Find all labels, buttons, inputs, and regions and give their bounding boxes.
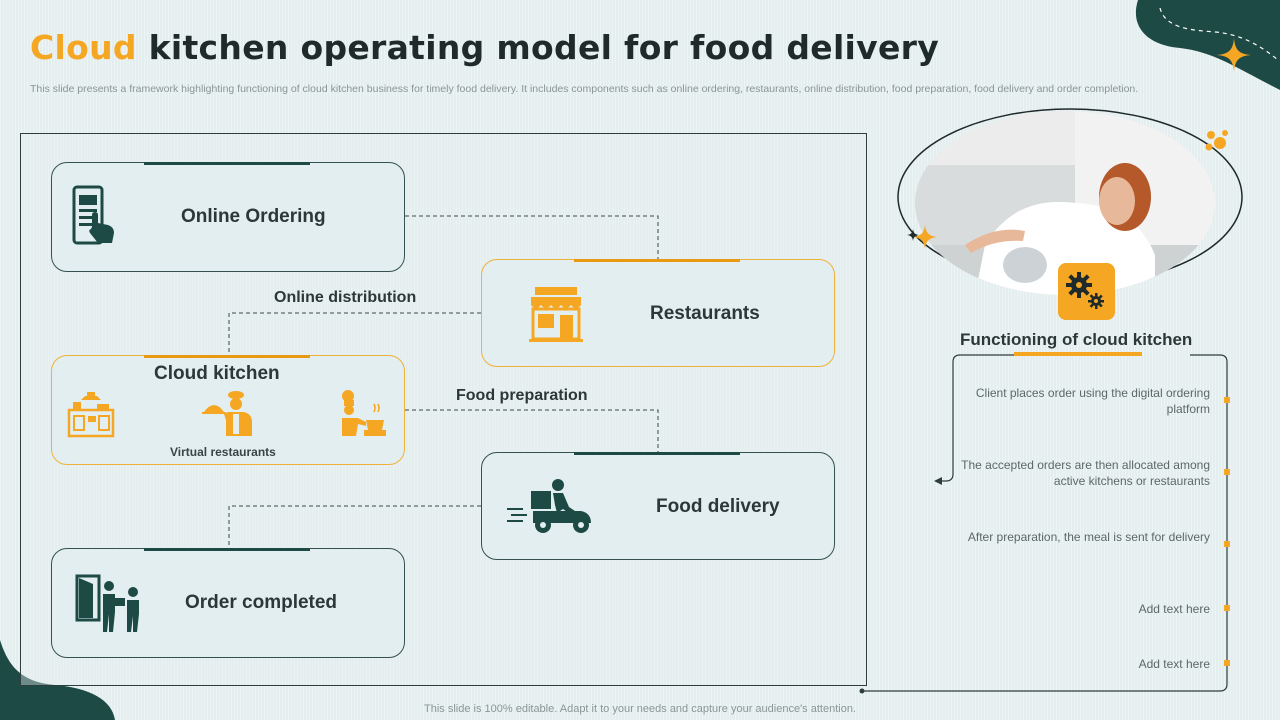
virtual-restaurants-label: Virtual restaurants [170, 445, 276, 459]
page-title: Cloud kitchen operating model for food d… [30, 28, 940, 67]
card-accent-bar [144, 548, 310, 551]
door-delivery-icon [75, 574, 139, 632]
bullet-dot [1224, 541, 1230, 547]
kitchen-icon [67, 392, 115, 438]
bullet-dot [1224, 605, 1230, 611]
delivery-scooter-icon [507, 479, 591, 533]
sparkle-icon [1217, 38, 1251, 72]
order-completed-label: Order completed [185, 592, 338, 613]
online-ordering-label: Online Ordering [181, 206, 326, 227]
functioning-underline [1014, 352, 1142, 356]
online-distribution-label: Online distribution [274, 289, 417, 306]
cloud-kitchen-label: Cloud kitchen [154, 363, 280, 384]
food-preparation-label: Food preparation [456, 387, 588, 404]
waiter-icon [202, 391, 252, 436]
card-accent-bar [574, 259, 740, 262]
functioning-item: Add text here [1138, 602, 1210, 616]
corner-blob-bottom-left [0, 640, 115, 720]
card-accent-bar [144, 355, 310, 358]
corner-blob-top-right [1135, 0, 1280, 90]
gears-icon [1058, 263, 1115, 320]
mobile-order-icon [72, 185, 114, 245]
card-accent-bar [144, 162, 310, 165]
functioning-item: Client places order using the digital or… [975, 386, 1210, 416]
bullet-dot [1224, 397, 1230, 403]
page-subtitle: This slide presents a framework highligh… [30, 83, 1139, 95]
functioning-item: The accepted orders are then allocated a… [961, 458, 1210, 488]
online-ordering-card [51, 162, 405, 272]
footer-note: This slide is 100% editable. Adapt it to… [424, 703, 856, 715]
functioning-item: After preparation, the meal is sent for … [967, 530, 1210, 544]
functioning-item: Add text here [1138, 657, 1210, 671]
bullet-dot [1224, 660, 1230, 666]
food-delivery-label: Food delivery [656, 496, 780, 517]
bullet-dot [1224, 469, 1230, 475]
restaurants-label: Restaurants [650, 303, 760, 324]
functioning-title: Functioning of cloud kitchen [960, 330, 1193, 349]
card-accent-bar [574, 452, 740, 455]
store-icon [529, 287, 583, 342]
restaurants-card [481, 259, 835, 367]
chef-icon [342, 390, 386, 436]
